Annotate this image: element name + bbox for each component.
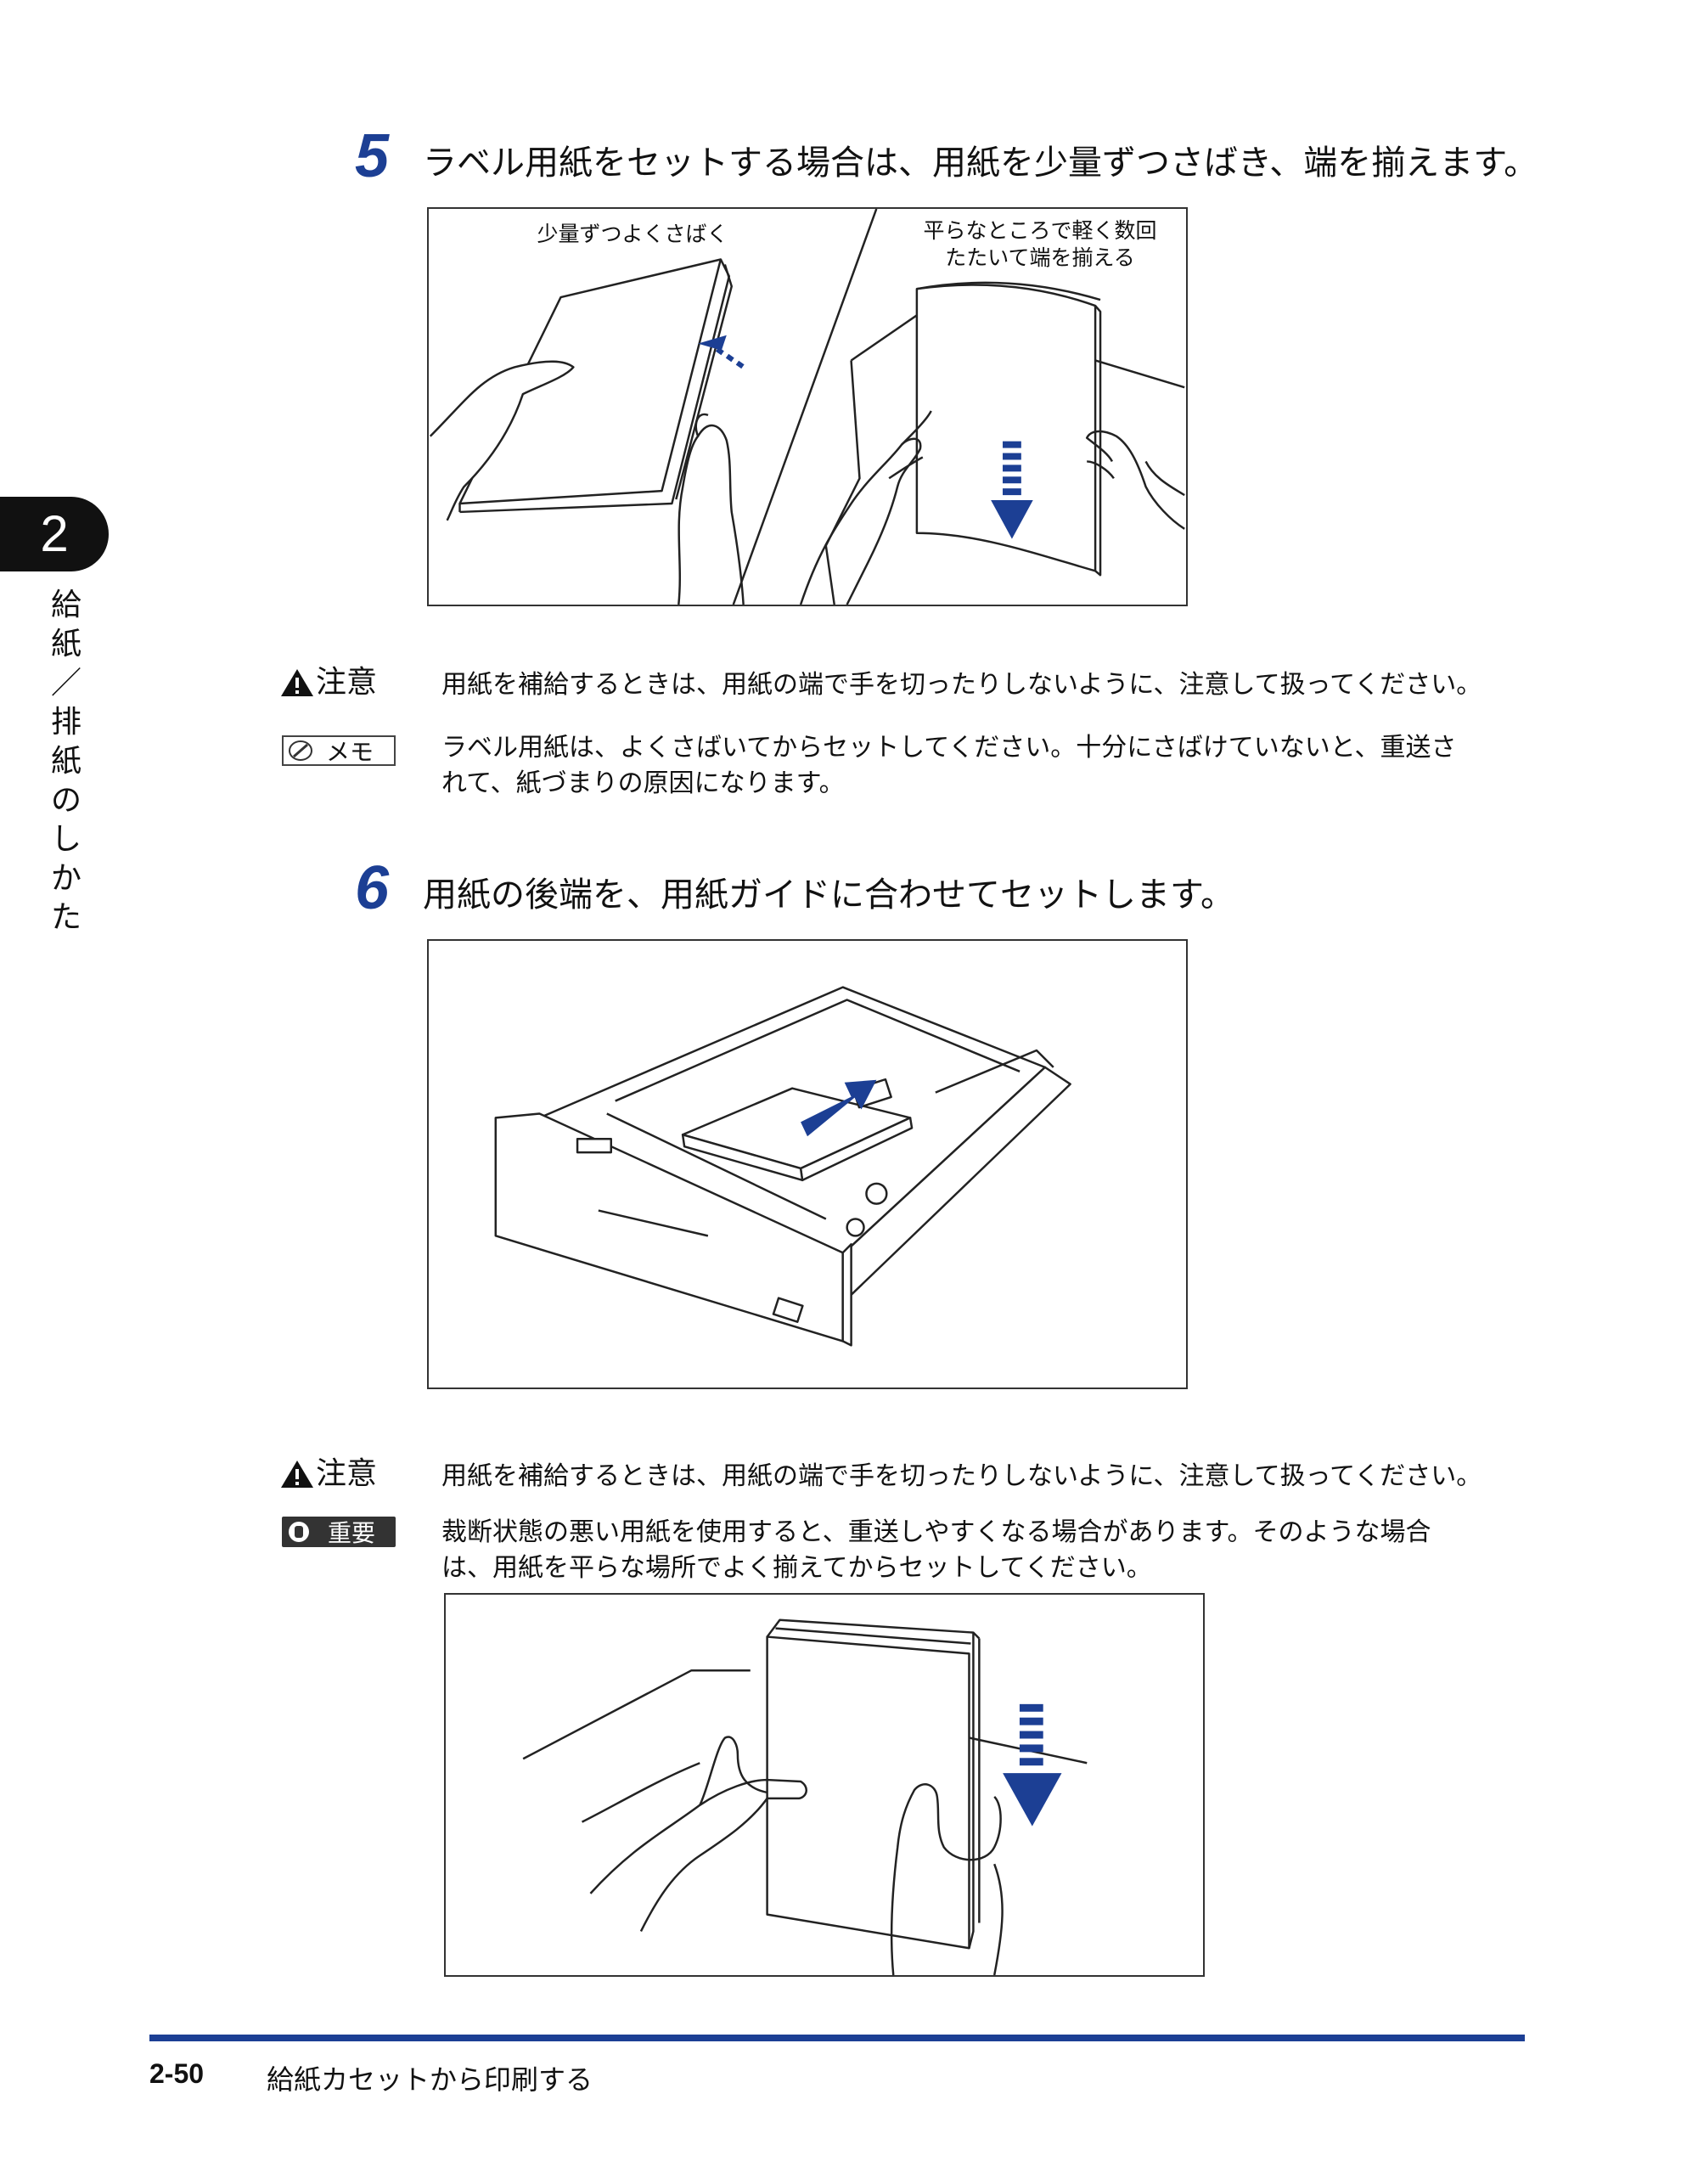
memo-text-line1: ラベル用紙は、よくさばいてからセットしてください。十分にさばけていないと、重送さ <box>441 733 1457 763</box>
memo-label: メモ <box>326 738 374 766</box>
caution-label-text-2: 注意 <box>316 1456 378 1491</box>
important-text-line2: は、用紙を平らな場所でよく揃えてからセットしてください。 <box>441 1553 1152 1583</box>
important-badge: 重要 <box>282 1517 396 1547</box>
step-5-number: 5 <box>355 122 390 190</box>
memo-badge: メモ <box>282 735 396 766</box>
figure-align-stack <box>444 1593 1205 1977</box>
memo-text-line2: れて、紙づまりの原因になります。 <box>441 768 845 798</box>
important-label: 重要 <box>328 1519 376 1547</box>
warning-triangle-icon <box>281 669 313 696</box>
chapter-title-vertical: 給紙／排紙のしかた <box>50 588 82 935</box>
caution-label-text: 注意 <box>316 665 378 700</box>
caution-label: 注意 <box>280 666 377 700</box>
caution-text: 用紙を補給するときは、用紙の端で手を切ったりしないように、注意して扱ってください… <box>441 670 1482 700</box>
important-text-line1: 裁断状態の悪い用紙を使用すると、重送しやすくなる場合があります。そのような場合 <box>441 1517 1431 1547</box>
align-stack-illustration <box>522 1618 1088 1975</box>
paper-cassette-illustration <box>494 986 1071 1347</box>
step-5-heading: ラベル用紙をセットする場合は、用紙を少量ずつさばき、端を揃えます。 <box>423 144 1538 183</box>
figure-label-align-line2: たたいて端を揃える <box>945 245 1135 270</box>
hand-icon <box>282 1517 316 1547</box>
figure-fan-and-align-paper: 少量ずつよくさばく 平らなところで軽く数回 たたいて端を揃える <box>427 207 1188 606</box>
step-6-number: 6 <box>355 854 390 922</box>
figure-paper-cassette <box>427 939 1188 1389</box>
step-6-heading: 用紙の後端を、用紙ガイドに合わせてセットします。 <box>423 875 1234 915</box>
footer-section-title: 給紙カセットから印刷する <box>267 2063 593 2096</box>
chapter-tab: 2 <box>0 497 109 571</box>
warning-triangle-icon <box>281 1461 313 1488</box>
footer-rule <box>149 2035 1525 2041</box>
caution-text-2: 用紙を補給するときは、用紙の端で手を切ったりしないように、注意して扱ってください… <box>441 1461 1482 1491</box>
fan-paper-illustration <box>429 209 1185 605</box>
page-number: 2-50 <box>149 2058 205 2089</box>
caution-label-2: 注意 <box>280 1457 377 1491</box>
figure-label-fan: 少量ずつよくさばく <box>537 222 728 246</box>
pencil-icon <box>284 737 318 764</box>
figure-label-align-line1: 平らなところで軽く数回 <box>923 218 1157 243</box>
